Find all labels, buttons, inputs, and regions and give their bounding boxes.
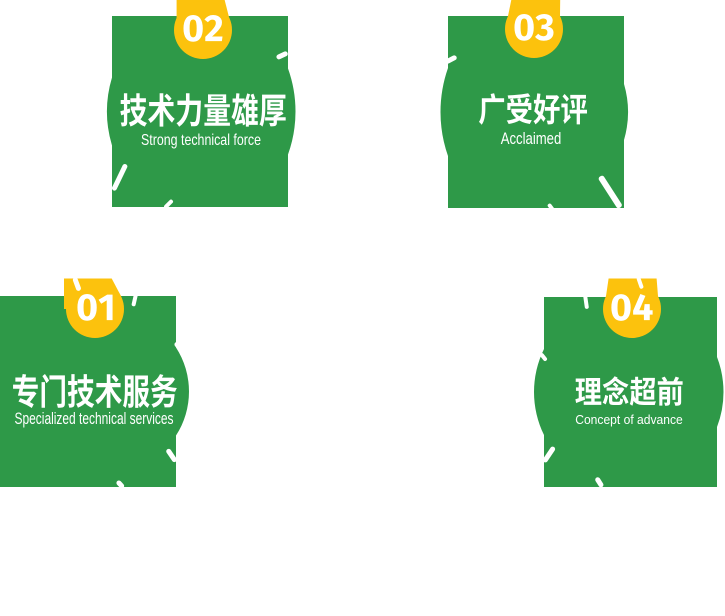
badge-number (183, 14, 223, 42)
glyph (478, 93, 505, 126)
card-subtitle-en: Concept of advance (575, 412, 684, 428)
glyph (148, 93, 175, 127)
glyph (561, 94, 588, 125)
glyph (657, 376, 683, 406)
card-shape (106, 16, 296, 207)
number-badge (174, 0, 233, 59)
number-badge (504, 0, 563, 59)
card-title-glyphs (575, 375, 683, 406)
glyph (41, 373, 65, 408)
glyph (94, 374, 122, 408)
card-title-glyphs (12, 373, 177, 408)
glyph (204, 14, 223, 41)
glyph (204, 94, 230, 126)
glyph (67, 373, 94, 408)
badge-circle (174, 0, 233, 59)
glyph (176, 93, 201, 127)
badge-number (610, 294, 653, 322)
badge-circle (504, 0, 563, 59)
glyph (259, 94, 286, 127)
badge-circle (602, 280, 661, 339)
card-title-zh (12, 373, 177, 408)
glyph (610, 294, 631, 322)
glyph (120, 93, 148, 127)
card-title-zh (575, 375, 683, 406)
glyph (533, 93, 560, 125)
card-shape (0, 296, 189, 487)
card-title-zh (120, 93, 286, 127)
card-title-zh (478, 93, 588, 126)
badge-number (77, 294, 113, 322)
card-shape (534, 296, 724, 487)
number-badge (602, 278, 661, 339)
card-title-glyphs (478, 93, 588, 126)
glyph (506, 93, 532, 125)
glyph (12, 373, 38, 408)
glyph (77, 294, 97, 322)
number-badge (63, 278, 124, 339)
glyph (150, 373, 177, 408)
glyph (632, 294, 653, 321)
card-subtitle-en: Strong technical force (141, 131, 262, 149)
glyph (231, 93, 258, 127)
glyph (514, 14, 534, 42)
card-shape (440, 16, 628, 208)
badge-number (514, 14, 554, 42)
glyph (575, 377, 602, 405)
card-subtitle-en: Acclaimed (500, 130, 562, 148)
card-subtitle-en: Specialized technical services (14, 409, 174, 428)
card-title-glyphs (120, 93, 286, 127)
glyph (183, 14, 203, 42)
glyph (602, 375, 629, 405)
glyph (98, 294, 113, 321)
glyph (122, 375, 150, 408)
glyph (629, 376, 657, 406)
glyph (534, 14, 554, 42)
